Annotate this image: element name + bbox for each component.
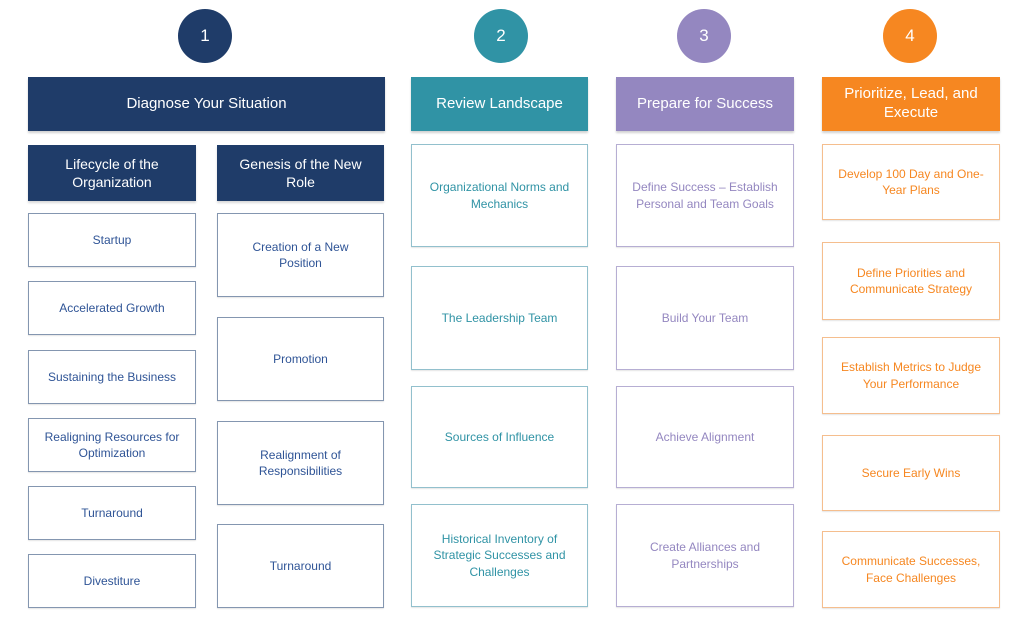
box-accelerated-growth: Accelerated Growth xyxy=(28,281,196,335)
subheader-genesis-of-the-new-role: Genesis of the New Role xyxy=(217,145,384,201)
box-realigning-resources-for-optimization: Realigning Resources for Optimization xyxy=(28,418,196,472)
box-sustaining-the-business: Sustaining the Business xyxy=(28,350,196,404)
box-promotion: Promotion xyxy=(217,317,384,401)
box-startup: Startup xyxy=(28,213,196,267)
box-build-your-team: Build Your Team xyxy=(616,266,794,370)
step-3-badge: 3 xyxy=(677,9,731,63)
box-sources-of-influence: Sources of Influence xyxy=(411,386,588,488)
step-1-header: Diagnose Your Situation xyxy=(28,77,385,131)
box-create-alliances-and-partnerships: Create Alliances and Partnerships xyxy=(616,504,794,607)
box-define-priorities: Define Priorities and Communicate Strate… xyxy=(822,242,1000,320)
box-define-success: Define Success – Establish Personal and … xyxy=(616,144,794,247)
box-the-leadership-team: The Leadership Team xyxy=(411,266,588,370)
box-historical-inventory: Historical Inventory of Strategic Succes… xyxy=(411,504,588,607)
box-divestiture: Divestiture xyxy=(28,554,196,608)
box-develop-100-day-plans: Develop 100 Day and One-Year Plans xyxy=(822,144,1000,220)
box-realignment-of-responsibilities: Realignment of Responsibilities xyxy=(217,421,384,505)
box-turnaround-genesis: Turnaround xyxy=(217,524,384,608)
step-4-badge: 4 xyxy=(883,9,937,63)
step-2-badge: 2 xyxy=(474,9,528,63)
box-secure-early-wins: Secure Early Wins xyxy=(822,435,1000,511)
box-communicate-successes: Communicate Successes, Face Challenges xyxy=(822,531,1000,608)
step-2-header: Review Landscape xyxy=(411,77,588,131)
box-creation-of-a-new-position: Creation of a New Position xyxy=(217,213,384,297)
box-organizational-norms-and-mechanics: Organizational Norms and Mechanics xyxy=(411,144,588,247)
box-achieve-alignment: Achieve Alignment xyxy=(616,386,794,488)
step-1-badge: 1 xyxy=(178,9,232,63)
box-establish-metrics: Establish Metrics to Judge Your Performa… xyxy=(822,337,1000,414)
box-turnaround-lifecycle: Turnaround xyxy=(28,486,196,540)
subheader-lifecycle-of-the-organization: Lifecycle of the Organization xyxy=(28,145,196,201)
step-3-header: Prepare for Success xyxy=(616,77,794,131)
step-4-header: Prioritize, Lead, and Execute xyxy=(822,77,1000,131)
